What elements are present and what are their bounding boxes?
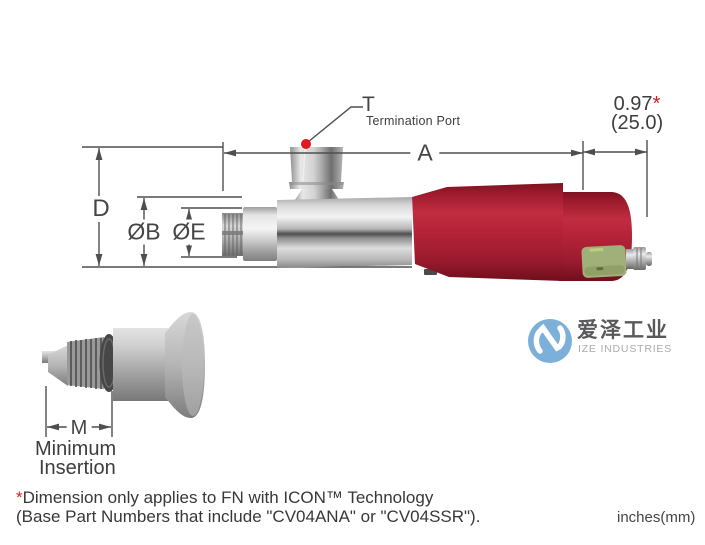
termination-port-marker-dot (301, 139, 311, 149)
footnote-line1: *Dimension only applies to FN with ICON™… (16, 488, 434, 507)
footnote-star: * (16, 488, 23, 507)
termination-port (289, 147, 344, 203)
sensor-illustration (222, 147, 652, 281)
dim-overall-mm: (25.0) (610, 112, 664, 134)
footnote: *Dimension only applies to FN with ICON™… (16, 488, 480, 526)
rear-connector-tip (626, 247, 652, 270)
dim-label-t: T (362, 93, 375, 116)
logo-company-name-cn: 爱泽工业 (577, 319, 669, 342)
termination-leader-line (307, 106, 363, 143)
dim-label-diameter-b: ØB (123, 219, 165, 245)
minimum-insertion-label-line1: Minimum (35, 438, 117, 460)
thread-section (67, 337, 104, 389)
logo-mark-icon (528, 319, 572, 363)
logo-company-name-en: IZE INDUSTRIES (578, 343, 673, 355)
dim-label-m: M (66, 417, 92, 439)
dim-label-diameter-e: ØE (168, 219, 210, 245)
dim-label-a: A (410, 140, 440, 166)
dimension-arrowheads (47, 148, 647, 431)
termination-port-label: Termination Port (366, 114, 461, 128)
units-note: inches(mm) (617, 509, 696, 526)
dim-overall-inches: 0.97* (613, 93, 661, 115)
footnote-line2: (Base Part Numbers that include "CV04ANA… (16, 507, 481, 526)
dim-label-d: D (85, 196, 117, 222)
minimum-insertion-label-line2: Insertion (39, 457, 116, 479)
dim-label-overall: 0.97* (25.0) (610, 93, 664, 134)
extension-lines-under (82, 146, 412, 268)
flange-face (182, 314, 204, 416)
green-label (581, 245, 627, 278)
fitting-body (113, 328, 168, 401)
cone-tip (48, 345, 68, 386)
front-red-housing (412, 183, 563, 281)
collar (243, 207, 277, 261)
fitting-illustration (42, 312, 205, 418)
thread-stub (222, 213, 244, 256)
sensor-body (277, 197, 412, 268)
footnote-asterisk: * (652, 93, 661, 115)
